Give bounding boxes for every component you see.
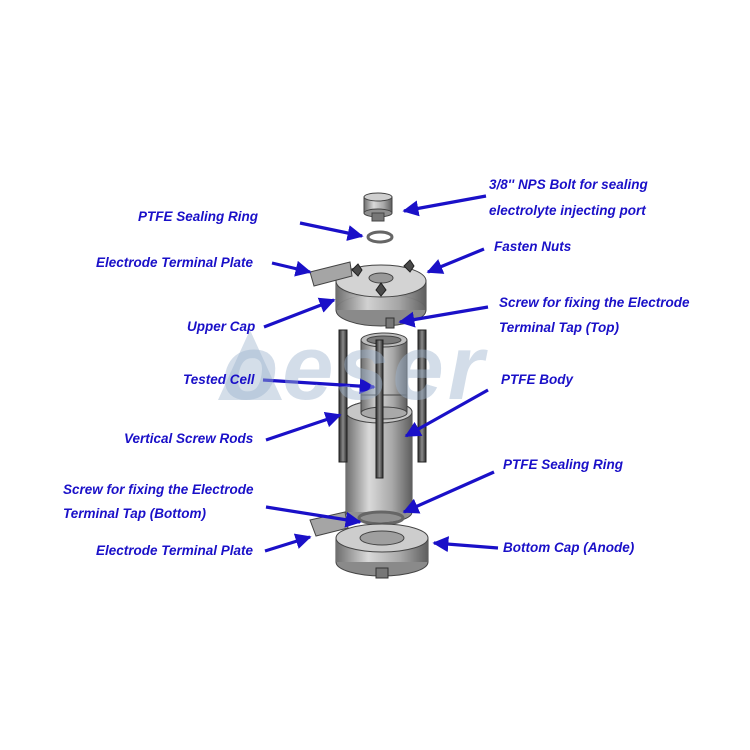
label-tested-cell: Tested Cell <box>183 372 255 387</box>
label-ptfe-sealing-ring-bottom: PTFE Sealing Ring <box>503 457 624 472</box>
label-upper-cap: Upper Cap <box>187 319 256 334</box>
label-electrode-terminal-plate-top: Electrode Terminal Plate <box>96 255 254 270</box>
watermark-logo-icon <box>218 330 282 400</box>
label-screw-bottom-line1: Screw for fixing the Electrode <box>63 482 254 497</box>
label-screw-top-line2: Terminal Tap (Top) <box>499 320 619 335</box>
label-screw-bottom-line2: Terminal Tap (Bottom) <box>63 506 206 521</box>
vertical-screw-rods <box>338 329 427 479</box>
label-nps-bolt-line1: 3/8'' NPS Bolt for sealing <box>489 177 648 192</box>
screw-electrode-tap-top <box>385 317 395 329</box>
fasten-nuts <box>351 259 415 297</box>
label-ptfe-body: PTFE Body <box>501 372 574 387</box>
electrode-terminal-plate-top <box>309 261 353 287</box>
ptfe-sealing-ring-top <box>366 230 394 244</box>
label-electrode-terminal-plate-bottom: Electrode Terminal Plate <box>96 543 254 558</box>
label-fasten-nuts: Fasten Nuts <box>494 239 572 254</box>
label-nps-bolt-line2: electrolyte injecting port <box>489 203 646 218</box>
nps-bolt <box>363 192 393 222</box>
label-bottom-cap: Bottom Cap (Anode) <box>503 540 635 555</box>
bottom-cap <box>335 523 429 579</box>
label-screw-top-line1: Screw for fixing the Electrode <box>499 295 690 310</box>
watermark-text: oeser <box>222 317 488 419</box>
label-vertical-screw-rods: Vertical Screw Rods <box>124 431 254 446</box>
pointer-arrows <box>262 194 499 553</box>
label-ptfe-sealing-ring-top: PTFE Sealing Ring <box>138 209 259 224</box>
